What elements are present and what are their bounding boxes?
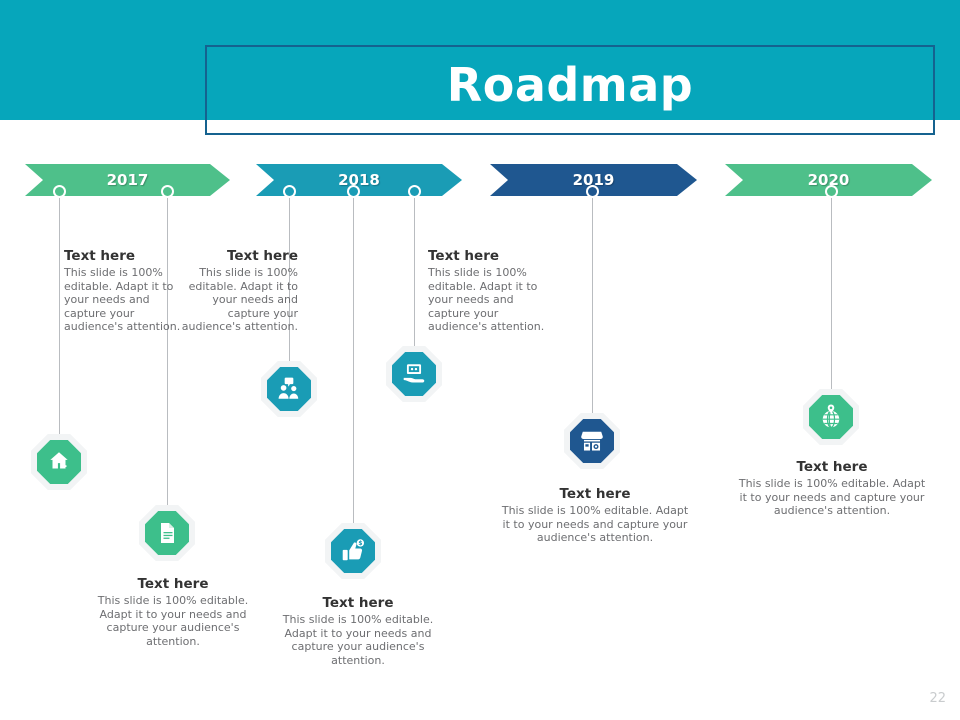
text-block-heading: Text here [428,248,500,264]
badge-globe[interactable] [803,389,859,445]
year-label-2020: 2020 [807,171,850,189]
text-block-heading: Text here [137,576,209,592]
text-block-heading: Text here [64,248,136,264]
connector-line-2017-1 [59,191,60,462]
document-icon [145,511,189,555]
badge-thumb[interactable]: $ [325,523,381,579]
connector-line-2018-1 [289,191,290,389]
connector-dot-2018-1[interactable] [285,187,294,196]
connector-line-2018-2 [353,191,354,551]
text-block-heading: Text here [322,595,394,611]
connector-dot-2019-1[interactable] [588,187,597,196]
connector-dot-2017-2[interactable] [163,187,172,196]
year-label-2018: 2018 [338,171,380,189]
connector-dot-2017-1[interactable] [55,187,64,196]
badge-house[interactable] [31,434,87,490]
text-block-body: This slide is 100% editable. Adapt it to… [64,266,181,333]
year-label-2019: 2019 [572,171,615,189]
text-block-heading: Text here [226,248,298,264]
year-label-2017: 2017 [106,171,149,189]
connector-line-2020-1 [831,191,832,417]
laptop-icon [392,352,436,396]
connector-line-2018-3 [414,191,415,374]
text-block-body: This slide is 100% editable. Adapt it to… [501,504,689,544]
globe-pin-icon [809,395,853,439]
text-block-body: This slide is 100% editable. Adapt it to… [428,266,545,333]
connector-line-2019-1 [592,191,593,441]
connector-dot-2018-2[interactable] [349,187,358,196]
title-border-box [205,45,935,135]
text-block-heading: Text here [559,486,631,502]
connector-dot-2018-3[interactable] [410,187,419,196]
header-band [0,0,960,120]
thumbs-up-dollar-icon: $ [331,529,375,573]
page-title: Roadmap [446,58,694,112]
svg-text:$: $ [358,541,362,547]
badge-people[interactable] [261,361,317,417]
text-block-body: This slide is 100% editable. Adapt it to… [738,477,926,517]
badge-laptop[interactable] [386,346,442,402]
shop-icon [570,419,614,463]
badge-shop[interactable] [564,413,620,469]
connector-dot-2020-1[interactable] [827,187,836,196]
text-block-body: This slide is 100% editable. Adapt it to… [97,594,249,648]
badge-doc[interactable] [139,505,195,561]
text-block-body: This slide is 100% editable. Adapt it to… [181,266,298,333]
text-block-body: This slide is 100% editable. Adapt it to… [282,613,434,667]
connector-line-2017-2 [167,191,168,533]
page-number: 22 [929,691,946,706]
text-block-heading: Text here [796,459,868,475]
house-icon [37,440,81,484]
people-icon [267,367,311,411]
